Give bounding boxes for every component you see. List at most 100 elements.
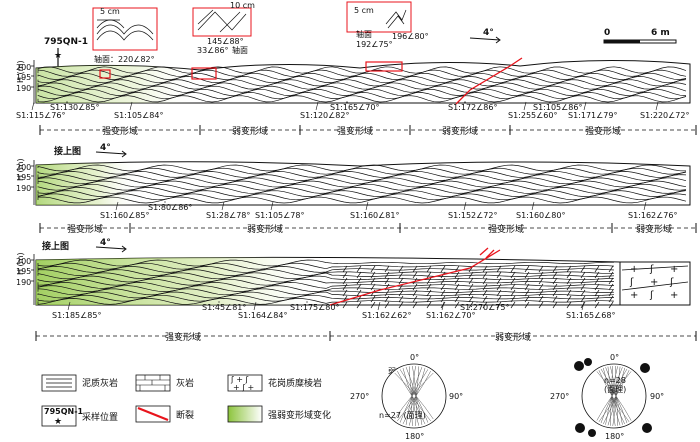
- legend: 泥质灰岩 灰岩 ʃ + ʃ + ʃ + 花岗质糜棱岩 795QN-1 ★ 采样位…: [41, 374, 331, 427]
- sample-star-icon: ★: [54, 51, 62, 61]
- tick-200-2: 200: [16, 163, 31, 172]
- zone-label: 强变形域: [585, 125, 621, 137]
- measurement-label: S1:165∠70°: [330, 103, 379, 112]
- connect-label-2: 接上图: [54, 145, 81, 157]
- legend-deformation-gradient: 强弱变形域变化: [227, 405, 331, 423]
- inset-2-bottom: 33∠86°: [197, 46, 229, 55]
- legend-limestone: 灰岩: [135, 374, 194, 392]
- legend-sample-location: 795QN-1 ★ 采样位置: [41, 405, 118, 427]
- measurement-label: S1:165∠68°: [566, 311, 615, 320]
- svg-text:90°: 90°: [650, 392, 664, 401]
- measurement-label: S1:120∠82°: [300, 111, 349, 120]
- connect-label-3: 接上图: [42, 240, 69, 252]
- fault-line-3: [329, 247, 501, 306]
- svg-text:强弱变形域变化: 强弱变形域变化: [268, 409, 331, 421]
- svg-text:0°: 0°: [410, 353, 419, 362]
- measurement-label: S1:162∠76°: [628, 211, 677, 220]
- zone-label: 弱变形域: [247, 223, 283, 235]
- svg-text:断裂: 断裂: [176, 409, 194, 421]
- zone-row-2: 强变形域弱变形域强变形域弱变形域: [39, 223, 697, 235]
- tick-195-2: 195: [16, 173, 31, 182]
- legend-marly-limestone: 泥质灰岩: [41, 374, 118, 392]
- zone-label: 强变形域: [165, 331, 201, 343]
- inset-1-scale: 5 cm: [100, 7, 120, 16]
- svg-text:ʃ + ʃ: ʃ + ʃ: [230, 375, 248, 384]
- svg-text:泥质灰岩: 泥质灰岩: [82, 377, 118, 389]
- measurement-label: S1:220∠72°: [640, 111, 689, 120]
- inset-3-axis-value: 192∠75°: [356, 40, 393, 49]
- measurement-label: S1:152∠72°: [448, 211, 497, 220]
- svg-text:795QN-1: 795QN-1: [44, 407, 84, 416]
- inset-1-axis: 轴面：220∠82°: [94, 54, 155, 64]
- measurement-label: S1:162∠70°: [426, 311, 475, 320]
- fold-lines: [37, 66, 687, 103]
- measurement-label: S1:171∠79°: [568, 111, 617, 120]
- panel-1: 795QN-1 ★ 5 cm 轴面：220∠82° 10 cm 145∠88° …: [16, 1, 697, 137]
- zone-label: 弱变形域: [442, 125, 478, 137]
- measurement-label: S1:270∠75°: [460, 303, 509, 312]
- zone-label: 强变形域: [67, 223, 103, 235]
- svg-text:0°: 0°: [610, 353, 619, 362]
- svg-text:+: +: [630, 290, 638, 301]
- measurement-label: S1:105∠86°: [533, 103, 582, 112]
- tick-200: 200: [16, 63, 31, 72]
- measurement-label: S1:115∠76°: [16, 111, 65, 120]
- inset-3-scale: 5 cm: [354, 6, 374, 15]
- svg-text:+: +: [670, 264, 678, 275]
- svg-text:90°: 90°: [449, 392, 463, 401]
- measurement-label: S1:160∠80°: [516, 211, 565, 220]
- svg-text:270°: 270°: [350, 392, 369, 401]
- scale-zero: 0: [604, 28, 610, 38]
- measurement-label: S1:105∠84°: [114, 111, 163, 120]
- measurement-label: S1:172∠86°: [448, 103, 497, 112]
- inset-3: 5 cm 轴面 192∠75° 196∠80°: [346, 1, 429, 49]
- tick-190-3: 190: [16, 278, 31, 287]
- scale-length: 6 m: [651, 28, 670, 38]
- measurement-label: S1:175∠80°: [290, 303, 339, 312]
- panel-2: 接上图 4° H (m) 200 195 190 S1:160∠85°S1:80…: [16, 143, 697, 235]
- measurement-label: S1:255∠60°: [508, 111, 557, 120]
- inset-2: 10 cm 145∠88° 33∠86° 轴面: [192, 1, 255, 55]
- svg-text:+ ʃ +: + ʃ +: [233, 383, 254, 392]
- svg-text:(面理): (面理): [604, 385, 626, 394]
- svg-text:270°: 270°: [550, 392, 569, 401]
- inset-2-scale: 10 cm: [230, 1, 255, 10]
- svg-text:ʃ: ʃ: [649, 264, 654, 275]
- north-arrow-icon: [95, 150, 127, 158]
- zone-label: 弱变形域: [232, 125, 268, 137]
- tick-190-2: 190: [16, 184, 31, 193]
- measurements: S1:115∠76°S1:130∠85°S1:105∠84°S1:120∠82°…: [16, 101, 689, 120]
- measurement-label: S1:160∠81°: [350, 211, 399, 220]
- granite-mylonite-block: +ʃ+ʃ+ʃ+ʃ+: [621, 264, 689, 301]
- zone-row-3: 强变形域 弱变形域: [35, 331, 697, 343]
- stereonet-weak: 0° 弱变形域 270° 90° n=27 (面理) 180°: [350, 353, 463, 441]
- svg-text:+: +: [650, 277, 658, 288]
- tick-195: 195: [16, 73, 31, 82]
- inset-3-right: 196∠80°: [392, 32, 429, 41]
- svg-text:180°: 180°: [605, 432, 624, 441]
- tick-190: 190: [16, 84, 31, 93]
- legend-granitic-mylonite: ʃ + ʃ + ʃ + 花岗质糜棱岩: [227, 374, 322, 392]
- zone-label: 弱变形域: [495, 331, 531, 343]
- inset-2-left: 145∠88°: [207, 37, 244, 46]
- svg-text:n=27 (面理): n=27 (面理): [379, 411, 426, 420]
- height-axis-label: H (m): [16, 60, 25, 83]
- north-angle-2: 4°: [100, 143, 111, 153]
- measurements-3: S1:185∠85°S1:45∠81°S1:164∠84°S1:175∠80°S…: [52, 301, 615, 320]
- north-angle-3: 4°: [100, 238, 111, 248]
- measurement-label: S1:28∠78°: [206, 211, 250, 220]
- sample-code-label: 795QN-1: [44, 37, 88, 47]
- tick-200-3: 200: [16, 257, 31, 266]
- north-angle-label: 4°: [483, 28, 494, 38]
- fold-lines-3: [37, 259, 615, 309]
- fold-lines-2: [37, 164, 687, 204]
- svg-text:采样位置: 采样位置: [82, 411, 118, 423]
- svg-text:ʃ: ʃ: [649, 290, 654, 301]
- svg-text:灰岩: 灰岩: [176, 377, 194, 389]
- measurement-label: S1:45∠81°: [202, 303, 246, 312]
- north-arrow-icon: [95, 245, 127, 253]
- star-icon: ★: [54, 417, 62, 427]
- measurement-label: S1:105∠78°: [255, 211, 304, 220]
- svg-text:180°: 180°: [405, 432, 424, 441]
